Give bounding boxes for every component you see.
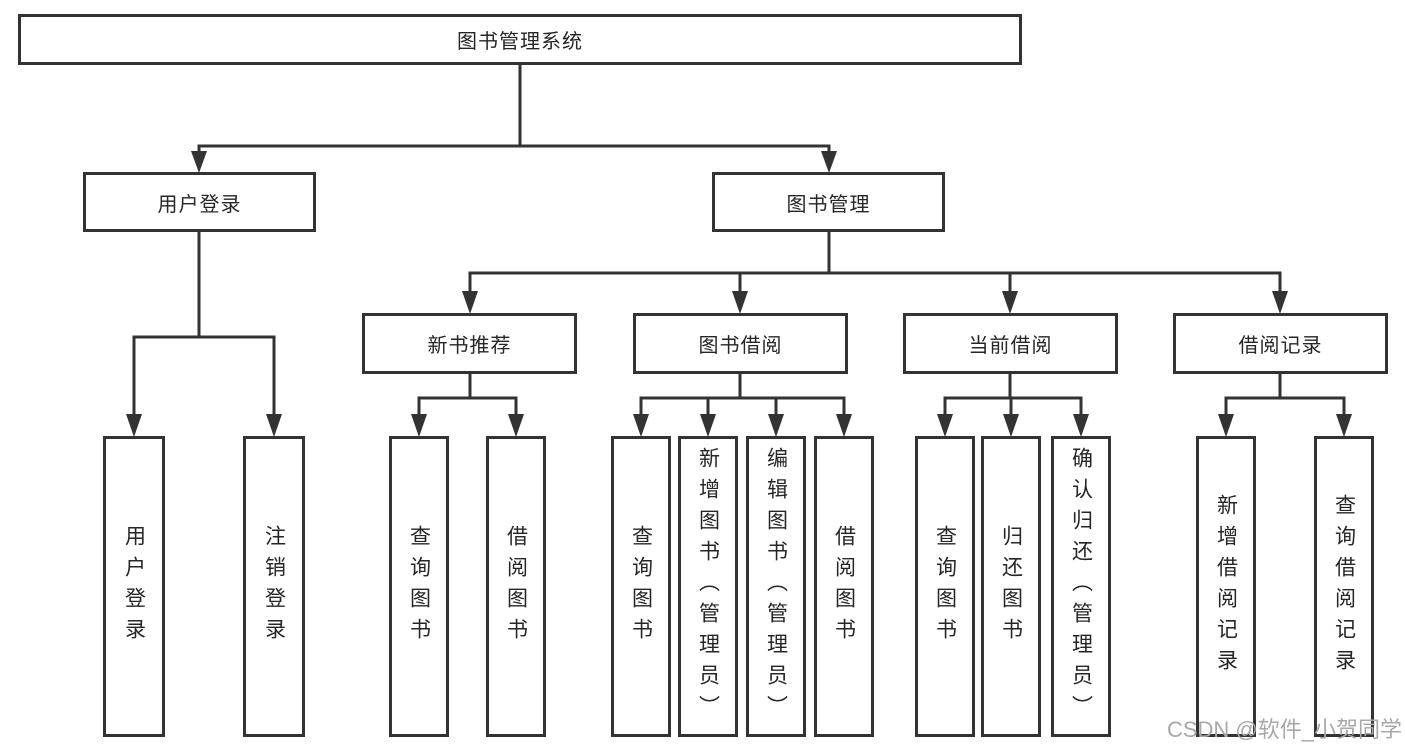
node-borrow-records: 借阅记录 — [1173, 313, 1388, 374]
leaf-query-borrow-record-label: 查询借阅记录 — [1332, 493, 1356, 680]
connector-current-borrow-branch — [937, 374, 1089, 437]
leaf-query-books-recommend-label: 查询图书 — [407, 524, 431, 649]
leaf-query-books-recommend: 查询图书 — [389, 436, 449, 737]
leaf-query-books-current: 查询图书 — [915, 436, 975, 737]
node-borrow-records-label: 借阅记录 — [1238, 335, 1323, 357]
node-new-book-recommend: 新书推荐 — [362, 313, 577, 374]
node-book-management: 图书管理 — [712, 172, 945, 232]
node-root-system: 图书管理系统 — [18, 14, 1022, 65]
leaf-return-books-label: 归还图书 — [999, 524, 1023, 649]
leaf-borrow-books: 借阅图书 — [814, 436, 874, 737]
leaf-logout-label: 注销登录 — [262, 524, 286, 649]
leaf-query-books-borrow: 查询图书 — [611, 436, 671, 737]
csdn-watermark: CSDN @软件_小贺同学 — [1166, 717, 1402, 742]
leaf-return-books: 归还图书 — [981, 436, 1041, 737]
node-root-label: 图书管理系统 — [457, 31, 583, 53]
node-book-borrow-label: 图书借阅 — [698, 335, 783, 357]
node-book-borrow: 图书借阅 — [633, 313, 848, 374]
leaf-borrow-books-recommend: 借阅图书 — [486, 436, 546, 737]
leaf-user-login: 用户登录 — [103, 436, 165, 737]
leaf-logout: 注销登录 — [243, 436, 305, 737]
leaf-add-borrow-record-label: 新增借阅记录 — [1214, 493, 1238, 680]
node-current-borrow: 当前借阅 — [903, 313, 1118, 374]
leaf-edit-books-admin-label: 编辑图书（管理员） — [764, 447, 788, 726]
node-current-borrow-label: 当前借阅 — [968, 335, 1053, 357]
leaf-add-borrow-record: 新增借阅记录 — [1196, 436, 1256, 737]
leaf-confirm-return-admin: 确认归还（管理员） — [1051, 436, 1111, 737]
leaf-edit-books-admin: 编辑图书（管理员） — [746, 436, 806, 737]
node-user-login-label: 用户登录 — [157, 193, 242, 216]
node-new-book-recommend-label: 新书推荐 — [427, 335, 512, 357]
leaf-add-books-admin: 新增图书（管理员） — [678, 436, 738, 737]
leaf-confirm-return-admin-label: 确认归还（管理员） — [1069, 447, 1093, 726]
leaf-query-books-current-label: 查询图书 — [933, 524, 957, 649]
node-book-management-label: 图书管理 — [786, 193, 871, 216]
leaf-borrow-books-recommend-label: 借阅图书 — [504, 524, 528, 649]
node-user-login: 用户登录 — [83, 172, 316, 232]
leaf-borrow-books-label: 借阅图书 — [832, 524, 856, 649]
leaf-query-books-borrow-label: 查询图书 — [629, 524, 653, 649]
leaf-query-borrow-record: 查询借阅记录 — [1314, 436, 1374, 737]
connector-book-borrow-branch — [633, 374, 852, 437]
connector-user-login-branch — [126, 232, 282, 437]
connector-root-to-level2 — [191, 65, 837, 173]
leaf-user-login-label: 用户登录 — [122, 524, 146, 649]
connector-borrow-records-branch — [1218, 374, 1352, 437]
leaf-add-books-admin-label: 新增图书（管理员） — [696, 447, 720, 726]
connector-new-book-recommend-branch — [411, 374, 524, 437]
connector-book-management-branch — [462, 232, 1288, 314]
